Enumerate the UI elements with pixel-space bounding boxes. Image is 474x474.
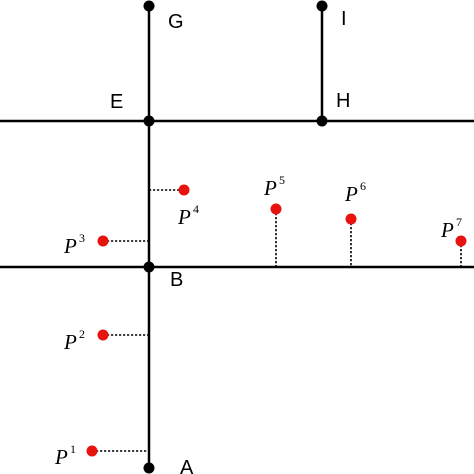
node-label-i: I: [341, 8, 347, 30]
point-labels: P 1 P 2 P 3 P 4 P 5 P 6 P 7: [54, 173, 462, 469]
point-label-p2: P 2: [63, 327, 85, 354]
node-g: [143, 0, 155, 12]
point-label-p2-sup: 2: [79, 327, 85, 341]
node-labels: G I E H B A: [110, 8, 350, 474]
point-label-p5-base: P: [263, 176, 277, 200]
node-label-b: B: [170, 269, 183, 291]
node-i: [316, 0, 328, 12]
point-label-p7: P 7: [440, 215, 462, 242]
point-label-p1: P 1: [54, 442, 76, 469]
points: [86, 184, 467, 457]
point-label-p6-sup: 6: [360, 179, 366, 193]
road-lines: [0, 6, 474, 468]
point-label-p3-sup: 3: [79, 231, 85, 245]
node-label-a: A: [180, 457, 194, 474]
node-b: [143, 261, 155, 273]
point-label-p3: P 3: [63, 231, 85, 258]
point-p6: [345, 213, 357, 225]
point-label-p7-sup: 7: [456, 215, 462, 229]
node-label-e: E: [110, 91, 123, 113]
point-label-p7-base: P: [440, 218, 454, 242]
point-p3: [97, 235, 109, 247]
point-label-p6: P 6: [344, 179, 366, 206]
point-p7: [455, 235, 467, 247]
road-nodes: [143, 0, 328, 474]
point-label-p6-base: P: [344, 182, 358, 206]
point-label-p4: P 4: [177, 202, 199, 229]
node-h: [316, 115, 328, 127]
point-p2: [97, 329, 109, 341]
node-a: [143, 462, 155, 474]
point-p5: [270, 203, 282, 215]
node-label-g: G: [168, 11, 184, 33]
point-label-p4-sup: 4: [193, 202, 199, 216]
point-label-p3-base: P: [63, 234, 77, 258]
point-label-p1-sup: 1: [70, 442, 76, 456]
point-label-p5: P 5: [263, 173, 285, 200]
point-label-p4-base: P: [177, 205, 191, 229]
point-p4: [178, 184, 190, 196]
point-label-p2-base: P: [63, 330, 77, 354]
point-label-p5-sup: 5: [279, 173, 285, 187]
node-e: [143, 115, 155, 127]
point-label-p1-base: P: [54, 445, 68, 469]
point-connectors: [92, 189, 462, 452]
node-label-h: H: [336, 90, 350, 112]
point-p1: [86, 445, 98, 457]
